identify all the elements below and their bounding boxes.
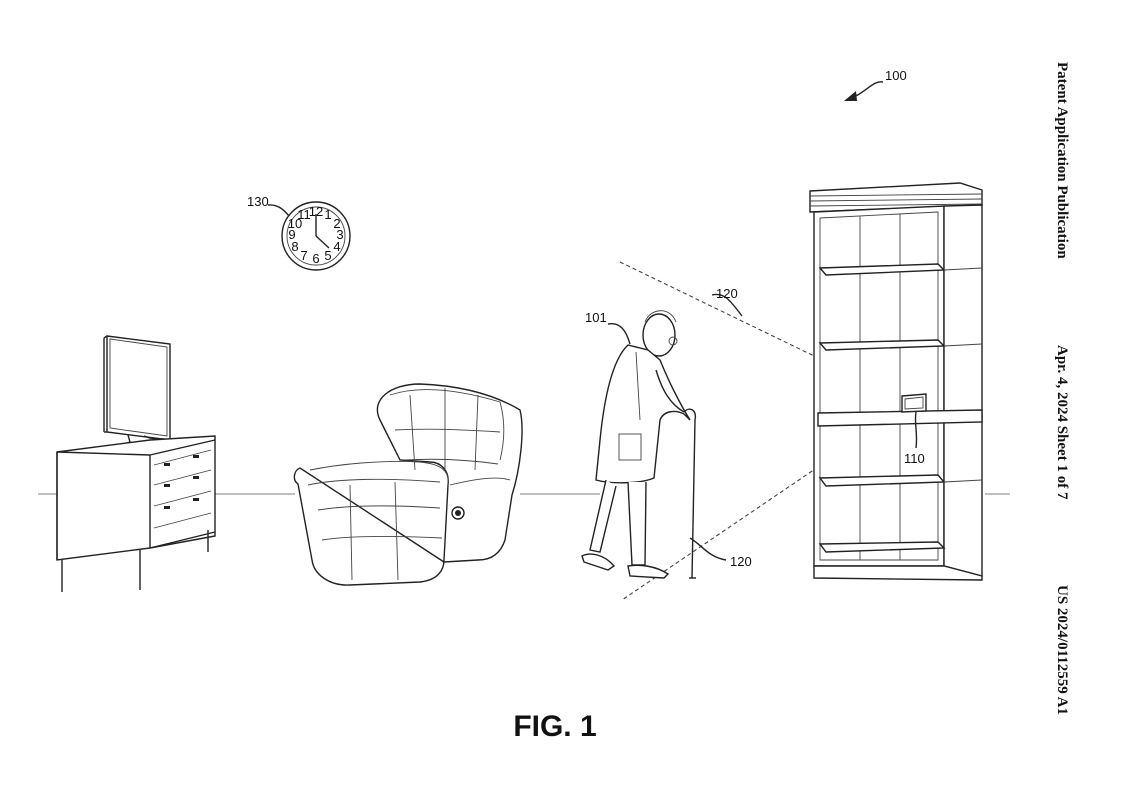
ref-100-group: 100 xyxy=(844,68,907,101)
clock-numeral-1: 1 xyxy=(324,207,331,222)
clock-numeral-11: 11 xyxy=(297,207,311,222)
clock-numeral-9: 9 xyxy=(288,227,295,242)
ref-101-label: 101 xyxy=(585,310,607,325)
clock-numeral-8: 8 xyxy=(291,239,298,254)
television xyxy=(103,335,177,449)
ref-120-lower-label: 120 xyxy=(730,554,752,569)
elderly-person: 101 xyxy=(581,310,697,579)
header-publication: Patent Application Publication xyxy=(1054,62,1070,259)
clock-numeral-6: 6 xyxy=(312,251,319,266)
clock-numeral-2: 2 xyxy=(333,216,340,231)
header-date-sheet: Apr. 4, 2024 Sheet 1 of 7 xyxy=(1054,345,1070,500)
header-patent-number: US 2024/0112559 A1 xyxy=(1054,585,1070,715)
clock-numeral-4: 4 xyxy=(333,239,340,254)
ref-110-label: 110 xyxy=(904,451,925,466)
ref-120-upper-label: 120 xyxy=(716,286,738,301)
clock-numeral-12: 12 xyxy=(309,204,323,219)
wall-clock: 12 1 2 3 4 5 6 7 8 9 10 11 130 xyxy=(247,194,351,271)
clock-numeral-3: 3 xyxy=(336,227,343,242)
recliner-chair xyxy=(293,383,523,586)
clock-numeral-7: 7 xyxy=(300,248,307,263)
clock-numeral-5: 5 xyxy=(324,248,331,263)
figure-caption: FIG. 1 xyxy=(513,710,596,743)
dresser xyxy=(56,435,216,592)
patent-header: Patent Application Publication Apr. 4, 2… xyxy=(1054,62,1070,715)
clock-numeral-10: 10 xyxy=(288,216,302,231)
bookshelf: 110 xyxy=(809,182,983,581)
ref-100-label: 100 xyxy=(885,68,907,83)
clock-numerals: 12 1 2 3 4 5 6 7 8 9 10 11 xyxy=(288,204,344,266)
ref-130-label: 130 xyxy=(247,194,269,209)
